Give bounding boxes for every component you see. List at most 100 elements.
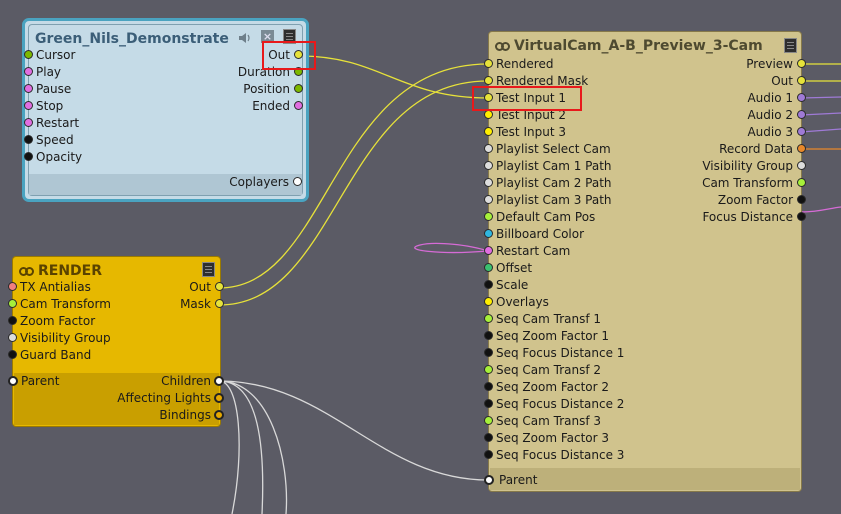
input-port-parent[interactable]: Parent [484,472,584,489]
port-dot[interactable] [24,84,33,93]
input-port-play[interactable]: Play [24,64,164,81]
port-dot[interactable] [797,110,806,119]
input-port-billboard-color[interactable]: Billboard Color [484,226,654,243]
output-port-zoom-factor[interactable]: Zoom Factor [656,192,806,209]
port-dot[interactable] [215,299,224,308]
port-dot[interactable] [24,101,33,110]
port-dot[interactable] [484,246,493,255]
input-port-seq-cam-transf-3[interactable]: Seq Cam Transf 3 [484,413,654,430]
port-dot[interactable] [797,144,806,153]
input-port-zoom-factor[interactable]: Zoom Factor [8,313,148,330]
port-dot[interactable] [293,177,302,186]
port-dot[interactable] [214,410,224,420]
port-dot[interactable] [8,299,17,308]
port-dot[interactable] [484,127,493,136]
port-dot[interactable] [484,280,493,289]
input-port-restart-cam[interactable]: Restart Cam [484,243,654,260]
port-dot[interactable] [484,76,493,85]
input-port-seq-zoom-factor-1[interactable]: Seq Zoom Factor 1 [484,328,654,345]
input-port-seq-focus-distance-3[interactable]: Seq Focus Distance 3 [484,447,654,464]
input-port-tx-antialias[interactable]: TX Antialias [8,279,148,296]
port-dot[interactable] [484,110,493,119]
input-port-playlist-select-cam[interactable]: Playlist Select Cam [484,141,654,158]
menu-icon[interactable] [784,38,797,53]
output-port-out[interactable]: Out [144,279,224,296]
output-port-children[interactable]: Children [94,373,224,390]
menu-icon[interactable] [202,262,215,277]
input-port-speed[interactable]: Speed [24,132,164,149]
input-port-visibility-group[interactable]: Visibility Group [8,330,148,347]
output-port-out[interactable]: Out [203,47,303,64]
output-port-visibility-group[interactable]: Visibility Group [656,158,806,175]
input-port-scale[interactable]: Scale [484,277,654,294]
output-port-audio-3[interactable]: Audio 3 [656,124,806,141]
port-dot[interactable] [484,195,493,204]
input-port-test-input-1[interactable]: Test Input 1 [484,90,654,107]
port-dot[interactable] [797,127,806,136]
input-port-overlays[interactable]: Overlays [484,294,654,311]
port-dot[interactable] [8,282,17,291]
port-dot[interactable] [484,161,493,170]
output-port-out[interactable]: Out [656,73,806,90]
port-dot[interactable] [294,84,303,93]
port-dot[interactable] [484,399,493,408]
port-dot[interactable] [484,229,493,238]
port-dot[interactable] [8,316,17,325]
input-port-parent[interactable]: Parent [8,373,108,390]
speaker-icon[interactable] [238,32,252,44]
port-dot[interactable] [484,212,493,221]
port-dot[interactable] [797,178,806,187]
port-dot[interactable] [484,314,493,323]
input-port-seq-cam-transf-1[interactable]: Seq Cam Transf 1 [484,311,654,328]
input-port-opacity[interactable]: Opacity [24,149,164,166]
port-dot[interactable] [484,297,493,306]
input-port-seq-zoom-factor-3[interactable]: Seq Zoom Factor 3 [484,430,654,447]
port-dot[interactable] [484,433,493,442]
port-dot[interactable] [215,282,224,291]
menu-icon[interactable] [283,29,296,44]
input-port-restart[interactable]: Restart [24,115,164,132]
port-dot[interactable] [797,76,806,85]
output-port-record-data[interactable]: Record Data [656,141,806,158]
port-dot[interactable] [294,67,303,76]
output-port-audio-2[interactable]: Audio 2 [656,107,806,124]
output-port-preview[interactable]: Preview [656,56,806,73]
port-dot[interactable] [797,161,806,170]
input-port-playlist-cam-1-path[interactable]: Playlist Cam 1 Path [484,158,654,175]
port-dot[interactable] [484,348,493,357]
port-dot[interactable] [24,135,33,144]
output-port-mask[interactable]: Mask [144,296,224,313]
port-dot[interactable] [797,212,806,221]
port-dot[interactable] [484,144,493,153]
port-dot[interactable] [797,195,806,204]
input-port-seq-focus-distance-2[interactable]: Seq Focus Distance 2 [484,396,654,413]
port-dot[interactable] [24,67,33,76]
port-dot[interactable] [484,59,493,68]
port-dot[interactable] [484,365,493,374]
output-port-bindings[interactable]: Bindings [94,407,224,424]
port-dot[interactable] [484,475,494,485]
port-dot[interactable] [214,376,224,386]
port-dot[interactable] [24,152,33,161]
port-dot[interactable] [797,59,806,68]
port-dot[interactable] [24,118,33,127]
port-dot[interactable] [294,50,303,59]
input-port-cursor[interactable]: Cursor [24,47,164,64]
input-port-playlist-cam-3-path[interactable]: Playlist Cam 3 Path [484,192,654,209]
port-dot[interactable] [484,450,493,459]
output-port-coplayers[interactable]: Coplayers [182,174,302,191]
output-port-ended[interactable]: Ended [203,98,303,115]
port-dot[interactable] [214,393,224,403]
input-port-default-cam-pos[interactable]: Default Cam Pos [484,209,654,226]
port-dot[interactable] [484,93,493,102]
input-port-seq-cam-transf-2[interactable]: Seq Cam Transf 2 [484,362,654,379]
input-port-pause[interactable]: Pause [24,81,164,98]
input-port-playlist-cam-2-path[interactable]: Playlist Cam 2 Path [484,175,654,192]
close-icon[interactable]: × [261,30,274,43]
port-dot[interactable] [8,333,17,342]
port-dot[interactable] [24,50,33,59]
port-dot[interactable] [484,382,493,391]
